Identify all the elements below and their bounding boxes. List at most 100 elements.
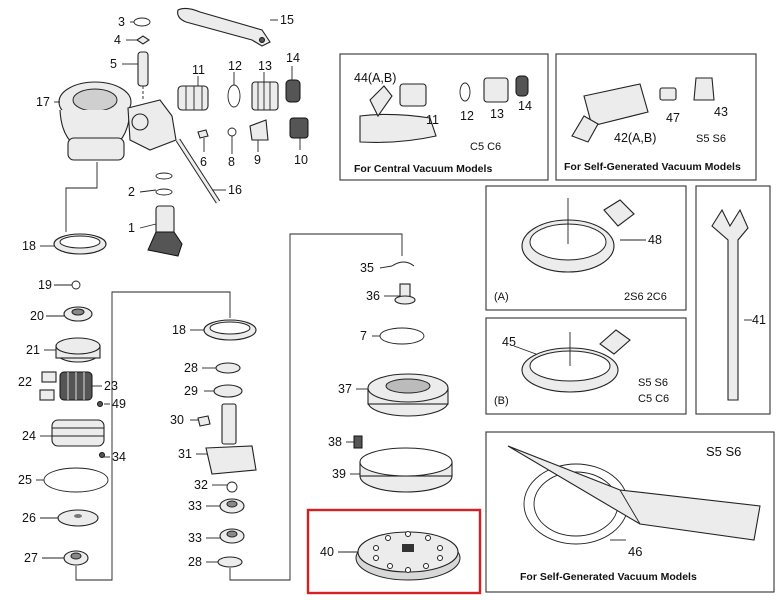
label-33a: 33 [188,499,202,513]
part-31-spindle [205,403,257,475]
part-18-ring-a [53,233,107,255]
label-5: 5 [110,57,117,71]
label-1: 1 [128,221,135,235]
part-3-oring [133,17,151,27]
label-2: 2 [128,185,135,199]
highlight-box-40 [306,508,482,595]
label-22: 22 [18,375,32,389]
part-8-washer [227,127,237,137]
part-5-pin [137,51,149,87]
label-15: 15 [280,13,294,27]
label-31: 31 [178,447,192,461]
part-11-valve [177,85,209,111]
label-10: 10 [294,153,308,167]
label-47: 47 [666,111,680,125]
inset-hose [485,431,775,593]
part-4-ring [136,35,150,45]
label-36: 36 [366,289,380,303]
label-18a: 18 [22,239,36,253]
label-29: 29 [184,384,198,398]
part-7-washer [379,327,425,345]
label-48: 48 [648,233,662,247]
label-inset-13: 13 [490,107,504,121]
part-30-key [197,415,211,427]
assembly-pad [306,261,482,595]
part-22-blade [41,371,57,383]
part-28-washer-a [215,362,241,374]
part-49-pin [97,401,103,407]
label-28b: 28 [188,555,202,569]
label-11: 11 [192,63,205,77]
label-38: 38 [328,435,342,449]
part-24-cylinder [51,419,105,447]
label-21: 21 [26,343,40,357]
inset-self-generated [555,53,757,181]
assembly-middle [140,233,403,581]
label-25: 25 [18,473,32,487]
label-49: 49 [112,397,126,411]
selfgen-models: S5 S6 [696,133,726,145]
label-23: 23 [104,379,118,393]
part-25-oring [43,467,109,493]
part-26-endplate [57,509,99,527]
central-caption: For Central Vacuum Models [354,163,492,175]
label-19: 19 [38,278,52,292]
part-27-bearing [63,550,89,566]
label-32: 32 [194,478,208,492]
part-13-muffler [251,81,279,111]
label-inset-12: 12 [460,109,474,123]
part-38-screw [353,435,363,449]
part-32-oring [226,481,238,493]
part-9-bushing [249,119,269,141]
label-3: 3 [118,15,125,29]
label-inset-14: 14 [518,99,532,113]
inset-wrench [695,185,771,415]
label-44: 44(A,B) [354,71,396,85]
inset-shroud-b [485,317,687,415]
part-15-lever [177,7,271,47]
label-8: 8 [228,155,235,169]
part-1-throttle [147,205,183,257]
label-24: 24 [22,429,36,443]
selfgen-caption: For Self-Generated Vacuum Models [564,161,741,173]
part-40-pad [355,531,461,581]
shroud-a-models: 2S6 2C6 [624,291,667,303]
part-36-screw [394,283,416,305]
part-33-bearing-a [219,498,245,514]
part-17-housing [58,81,177,161]
part-14-cap [285,79,301,103]
shroud-b-models-1: S5 S6 [638,377,668,389]
label-20: 20 [30,309,44,323]
label-18b: 18 [172,323,186,337]
part-18-ring-b [203,319,257,341]
part-34-pin [99,452,105,458]
assembly-left [39,7,309,581]
inset-central-vacuum [339,53,549,181]
part-21-endplate [55,337,101,363]
shroud-b-models-2: C5 C6 [638,393,669,405]
part-29-washer [213,384,243,398]
part-35-clip [391,261,415,267]
label-37: 37 [338,382,352,396]
shroud-b-tag: (B) [494,395,509,407]
label-40: 40 [320,545,334,559]
label-13: 13 [258,59,272,73]
part-37-shroud-housing [367,373,449,417]
part-10-nut [289,117,309,139]
label-33b: 33 [188,531,202,545]
leader-lines [36,19,752,563]
label-6: 6 [200,155,207,169]
part-19-oring [71,280,81,290]
part-23-rotor [59,371,93,401]
inset-shroud-a [485,185,687,311]
label-12: 12 [228,59,242,73]
label-34: 34 [112,450,126,464]
label-45: 45 [502,335,516,349]
part-39-skirt [359,447,453,493]
label-30: 30 [170,413,184,427]
part-6-screw [197,129,209,139]
label-42: 42(A,B) [614,131,656,145]
label-41: 41 [752,313,766,327]
part-labels: 3 4 5 15 17 11 12 13 14 6 8 9 10 2 16 1 … [18,13,766,583]
